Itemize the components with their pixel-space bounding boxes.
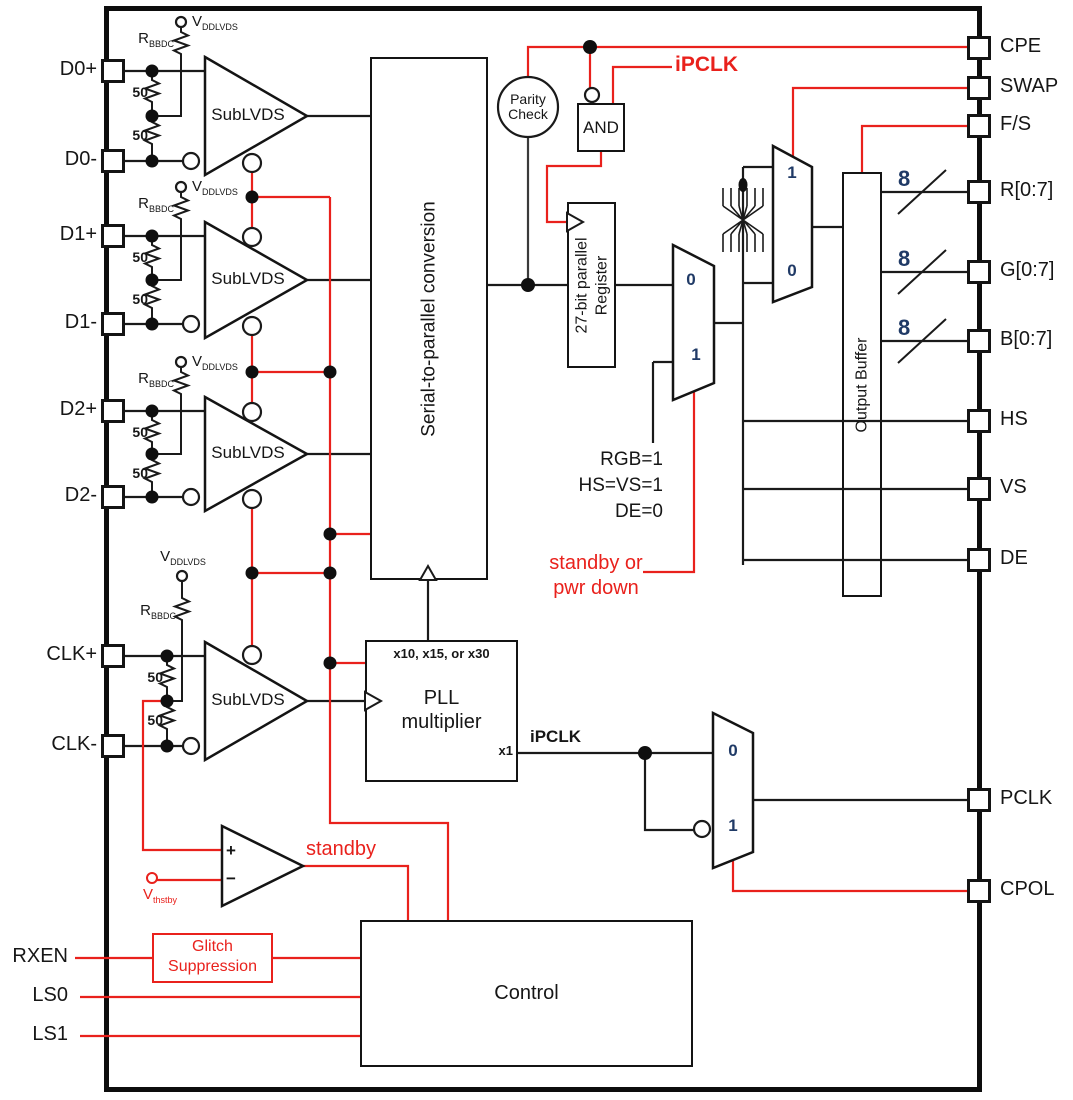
parity-label: Parity Check <box>508 91 548 122</box>
pin-label-d0-minus: D0- <box>64 148 97 170</box>
res50-d0-a: 50 <box>132 84 148 100</box>
comparator-plus: + <box>226 841 236 860</box>
glitch-label: Glitch Suppression <box>168 938 257 975</box>
pin-label-de: DE <box>1000 547 1028 569</box>
pin-d0-minus <box>101 149 125 173</box>
bus-width-g: 8 <box>898 246 911 271</box>
res50-d2-a: 50 <box>132 424 148 440</box>
ipclk-top-label: iPCLK <box>675 53 738 76</box>
pin-label-b07: B[0:7] <box>1000 328 1053 350</box>
mux1-input-0: 0 <box>686 270 696 289</box>
pin-r07 <box>967 180 991 204</box>
pin-d2-minus <box>101 485 125 509</box>
pin-label-d1-minus: D1- <box>64 311 97 333</box>
standby-label: standby <box>306 838 377 860</box>
amp-label-d2: SubLVDS <box>211 443 285 462</box>
pin-label-cpol: CPOL <box>1000 878 1055 900</box>
pin-clk-plus <box>101 644 125 668</box>
pin-label-d1-plus: D1+ <box>59 223 97 245</box>
control-block <box>360 920 693 1067</box>
pin-label-pclk: PCLK <box>1000 787 1053 809</box>
register-label: 27-bit parallel Register <box>572 236 610 334</box>
pin-d1-minus <box>101 312 125 336</box>
output-buffer-block <box>842 172 882 597</box>
res50-clk-b: 50 <box>147 712 163 728</box>
rbbdc-label-d2: RBBDC <box>138 370 174 389</box>
and-gate-block <box>577 103 625 152</box>
pin-pclk <box>967 788 991 812</box>
pin-hs <box>967 409 991 433</box>
res50-d1-b: 50 <box>132 291 148 307</box>
pin-d0-plus <box>101 59 125 83</box>
pin-label-g07: G[0:7] <box>1000 259 1055 281</box>
pin-label-r07: R[0:7] <box>1000 179 1054 201</box>
standby-pwrdown-label: standby or pwr down <box>549 552 643 599</box>
pin-de <box>967 548 991 572</box>
vddlvds-label-clk: VDDLVDS <box>160 548 206 567</box>
amp-label-clk: SubLVDS <box>211 690 285 709</box>
pin-label-hs: HS <box>1000 408 1028 430</box>
res50-d2-b: 50 <box>132 465 148 481</box>
pin-g07 <box>967 260 991 284</box>
s2p-label: Serial-to-parallel conversion <box>418 200 439 437</box>
vddlvds-label-d1: VDDLVDS <box>192 178 238 197</box>
pclkmux-input-0: 0 <box>728 741 738 760</box>
swapmux-input-0: 0 <box>787 261 797 280</box>
pin-label-clk-minus: CLK- <box>51 733 97 755</box>
mux1-input-1: 1 <box>691 345 701 364</box>
pin-label-ls1: LS1 <box>32 1023 68 1045</box>
pin-vs <box>967 477 991 501</box>
pin-cpol <box>967 879 991 903</box>
pin-cpe <box>967 36 991 60</box>
res50-d1-a: 50 <box>132 249 148 265</box>
pin-label-swap: SWAP <box>1000 75 1059 97</box>
pin-fs <box>967 114 991 138</box>
pll-ratio-label: x10, x15, or x30 <box>393 646 490 661</box>
pin-swap <box>967 76 991 100</box>
pll-x1-label: x1 <box>498 743 513 758</box>
pin-label-d2-minus: D2- <box>64 484 97 506</box>
bus-width-r: 8 <box>898 166 911 191</box>
output-buffer-label: Output Buffer <box>853 337 870 432</box>
rbbdc-label-clk: RBBDC <box>140 602 176 621</box>
pin-label-d2-plus: D2+ <box>59 398 97 420</box>
pin-label-vs: VS <box>1000 476 1027 498</box>
vthstby-label: Vthstby <box>143 886 178 905</box>
pin-d1-plus <box>101 224 125 248</box>
pin-label-ls0: LS0 <box>32 984 68 1006</box>
pll-label: PLL multiplier <box>401 687 482 733</box>
rbbdc-label-d0: RBBDC <box>138 30 174 49</box>
pin-label-fs: F/S <box>1000 113 1032 135</box>
pin-label-clk-plus: CLK+ <box>46 643 97 665</box>
pin-label-d0-plus: D0+ <box>59 58 97 80</box>
pclkmux-input-1: 1 <box>728 816 738 835</box>
res50-clk-a: 50 <box>147 669 163 685</box>
rbbdc-label-d1: RBBDC <box>138 195 174 214</box>
swapmux-input-1: 1 <box>787 163 797 182</box>
bus-width-b: 8 <box>898 315 911 340</box>
vddlvds-label-d2: VDDLVDS <box>192 353 238 372</box>
vddlvds-label-d0: VDDLVDS <box>192 13 238 32</box>
pin-d2-plus <box>101 399 125 423</box>
res50-d0-b: 50 <box>132 127 148 143</box>
forced-values-label: RGB=1 HS=VS=1 DE=0 <box>578 449 664 522</box>
pin-b07 <box>967 329 991 353</box>
pin-label-cpe: CPE <box>1000 35 1042 57</box>
comparator-minus: − <box>226 869 236 888</box>
pin-label-rxen: RXEN <box>12 945 68 967</box>
amp-label-d1: SubLVDS <box>211 269 285 288</box>
ipclk-wire-label: iPCLK <box>530 727 581 746</box>
amp-label-d0: SubLVDS <box>211 105 285 124</box>
control-label: Control <box>494 982 559 1004</box>
and-label: AND <box>583 118 619 137</box>
pin-clk-minus <box>101 734 125 758</box>
